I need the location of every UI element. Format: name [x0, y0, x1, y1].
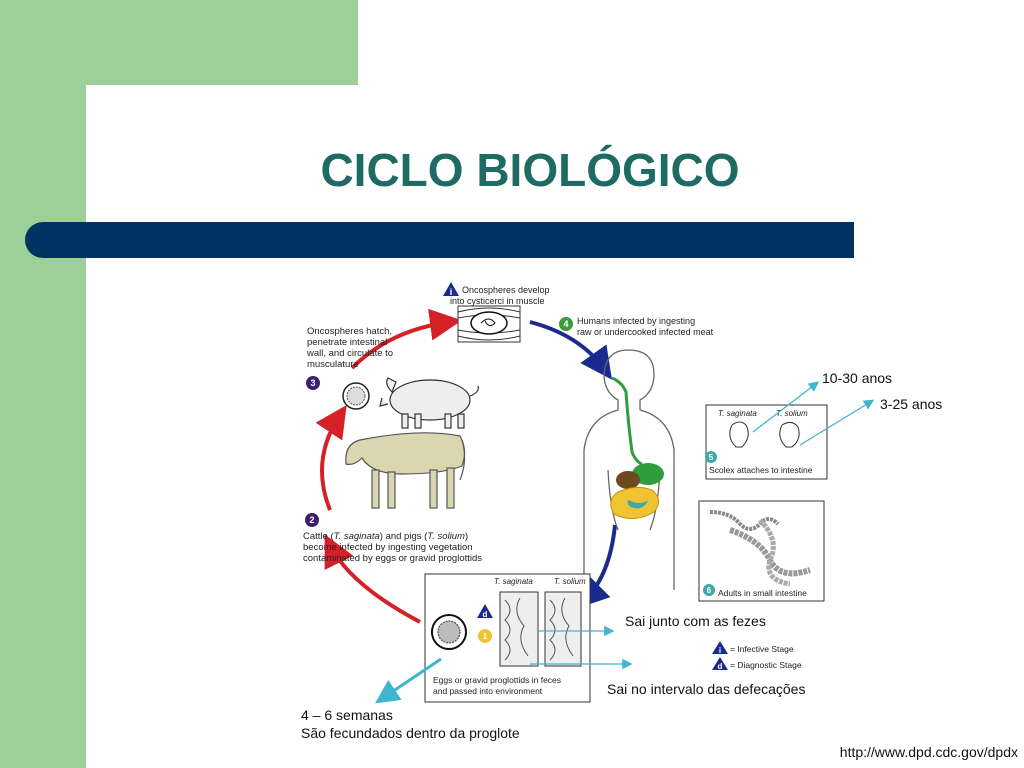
step4-label-line2: raw or undercooked infected meat [577, 327, 714, 337]
annotation-4-6-semanas: 4 – 6 semanas [301, 707, 393, 723]
svg-text:i: i [719, 646, 721, 655]
step1-label-line1: Oncospheres develop [462, 285, 550, 295]
step5-scolex-panel: T. saginata T. solium 5 Scolex attaches … [705, 404, 828, 480]
svg-text:3: 3 [310, 378, 315, 388]
svg-text:T. saginata: T. saginata [718, 409, 757, 418]
step3-label: Oncospheres hatch, penetrate intestinal … [307, 326, 394, 370]
step1-label-line2: into cysticerci in muscle [450, 296, 545, 306]
step5-label: Scolex attaches to intestine [709, 465, 813, 475]
slide-title: CICLO BIOLÓGICO [320, 144, 740, 196]
step4-badge [559, 317, 573, 331]
esophagus [611, 376, 643, 466]
svg-text:T. saginata: T. saginata [494, 577, 533, 586]
muscle-cysticercus-icon [457, 305, 521, 343]
svg-text:d: d [483, 610, 488, 619]
annotation-sai-fezes: Sai junto com as fezes [625, 613, 766, 629]
cycle-arrow-2-to-3 [315, 405, 347, 511]
step2-badge [305, 513, 319, 527]
infective-stage-badge-1: i [443, 282, 459, 297]
liver [616, 471, 640, 489]
left-green-band [0, 0, 86, 768]
step4-label-line1: Humans infected by ingesting [577, 316, 695, 326]
arrow-semanas [375, 657, 442, 704]
arrow-10-30 [752, 381, 820, 433]
oncosphere-icon [342, 382, 370, 410]
svg-text:d: d [718, 662, 723, 671]
eggs-label-line1: Eggs or gravid proglottids in feces [433, 675, 561, 685]
legend: i = Infective Stage d = Diagnostic Stage [712, 641, 802, 671]
eggs-proglottids-panel: T. saginata T. solium d 1 Eggs or gravid… [424, 573, 591, 703]
cycle-arrow-3-to-1 [350, 308, 462, 370]
step2-label: Cattle (T. saginata) and pigs (T. solium… [303, 531, 483, 564]
source-url: http://www.dpd.cdc.gov/dpdx [839, 744, 1018, 760]
svg-text:5: 5 [709, 453, 714, 462]
legend-diagnostic: = Diagnostic Stage [730, 660, 802, 670]
diagnostic-legend-icon [712, 657, 728, 670]
svg-text:2: 2 [309, 515, 314, 525]
pig-icon [379, 377, 479, 429]
svg-text:T. solium: T. solium [554, 577, 586, 586]
arrow-3-25 [799, 399, 875, 446]
annotation-sai-intervalo: Sai no intervalo das defecações [607, 681, 806, 697]
annotation-fecundados: São fecundados dentro da proglote [301, 725, 520, 741]
step6-adult-panel: 6 Adults in small intestine [698, 500, 825, 602]
eggs-label-line2: and passed into environment [433, 686, 543, 696]
infective-legend-icon [712, 641, 728, 654]
stomach [632, 463, 664, 485]
top-green-block [0, 0, 358, 85]
step6-label: Adults in small intestine [718, 588, 807, 598]
cycle-arrow-eggs-to-2 [324, 534, 421, 624]
cycle-arrow-1-to-4 [529, 320, 612, 380]
annotation-3-25-anos: 3-25 anos [880, 396, 943, 412]
title-underline-bar [25, 222, 854, 258]
svg-text:i: i [450, 287, 453, 297]
svg-text:4: 4 [563, 319, 568, 329]
svg-text:1: 1 [483, 632, 488, 641]
svg-text:T. solium: T. solium [776, 409, 808, 418]
step3-badge [306, 376, 320, 390]
annotation-10-30-anos: 10-30 anos [822, 370, 893, 386]
cow-icon [345, 432, 466, 509]
legend-infective: = Infective Stage [730, 644, 794, 654]
svg-text:6: 6 [707, 586, 712, 595]
